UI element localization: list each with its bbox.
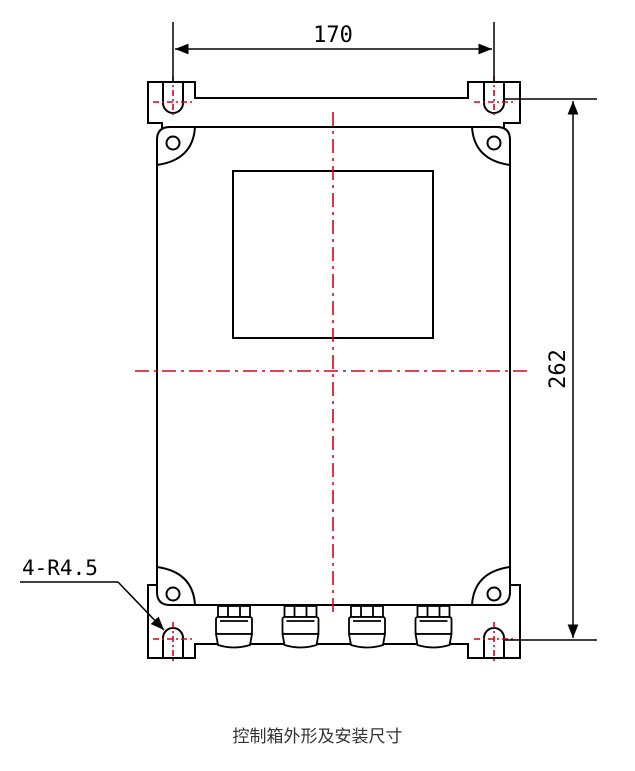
- figure-caption: 控制箱外形及安装尺寸: [232, 727, 403, 747]
- cable-gland: [414, 605, 453, 649]
- hole-callout-label: 4-R4.5: [22, 556, 98, 580]
- cable-gland: [214, 605, 254, 649]
- corner-boss-bottom-right: [470, 565, 511, 606]
- corner-boss-top-left: [156, 126, 197, 167]
- cable-gland: [281, 605, 320, 649]
- corner-boss-top-right: [470, 126, 511, 167]
- corner-boss-bottom-left: [156, 565, 197, 606]
- height-label: 262: [546, 349, 571, 389]
- hole-callout: 4-R4.5: [20, 556, 165, 631]
- width-dimension: 170: [172, 22, 495, 82]
- height-dimension: 262: [505, 98, 597, 641]
- cable-glands: [214, 605, 453, 649]
- width-label: 170: [313, 23, 353, 48]
- cable-gland: [347, 605, 387, 649]
